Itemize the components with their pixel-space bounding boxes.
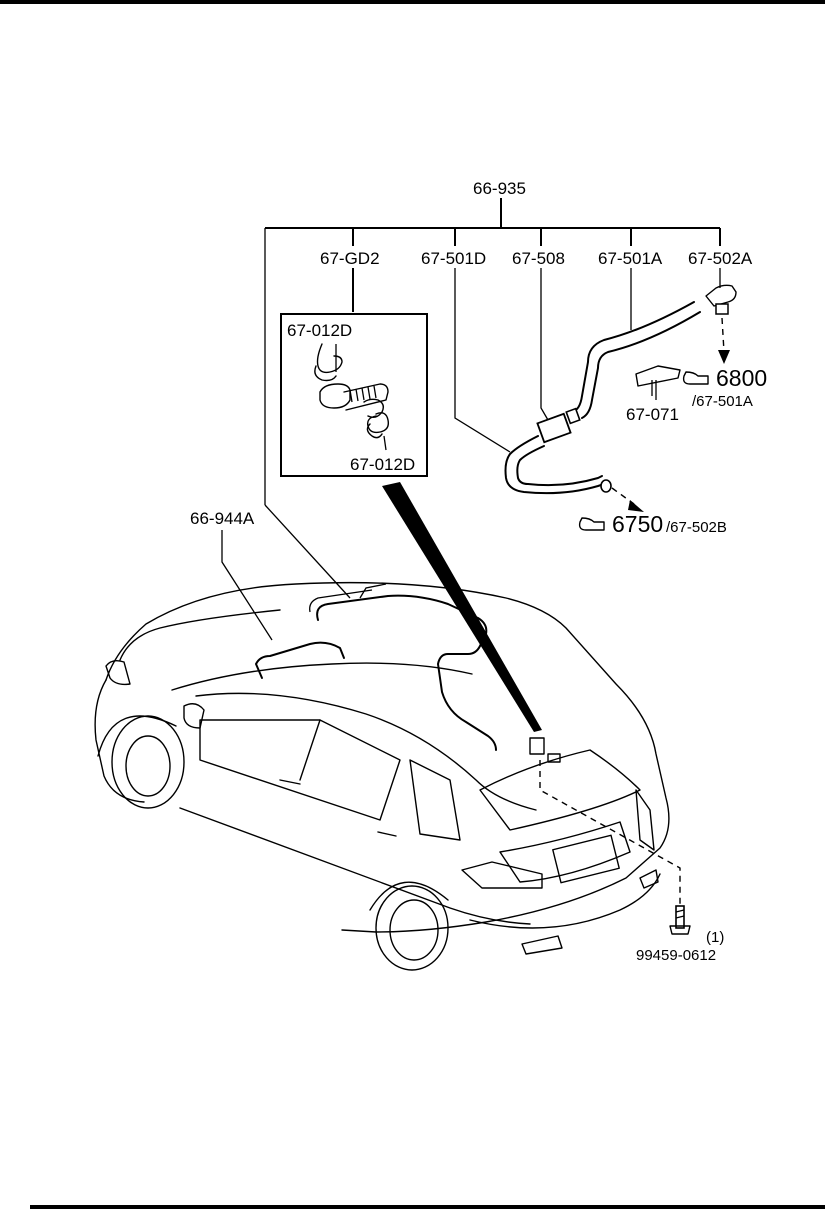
leader-66-944a xyxy=(221,530,273,641)
label-66-935: 66-935 xyxy=(473,179,526,198)
label-67-gd2: 67-GD2 xyxy=(320,249,380,268)
label-67-508: 67-508 xyxy=(512,249,565,268)
roof-harness xyxy=(255,583,561,763)
inset-box xyxy=(280,313,428,477)
label-66-944a: 66-944A xyxy=(190,509,255,528)
label-bolt-qty: (1) xyxy=(706,929,724,946)
detail-wedge xyxy=(382,482,542,732)
washer-hose xyxy=(504,284,737,495)
arrow-6800 xyxy=(718,350,730,364)
vehicle-illustration xyxy=(94,581,670,971)
ref-6750[interactable]: 6750 xyxy=(612,511,663,537)
dash-to-6800 xyxy=(721,317,725,353)
bolt-icon xyxy=(669,905,691,935)
label-99459-0612: 99459-0612 xyxy=(636,947,716,964)
arrow-6750 xyxy=(628,500,644,512)
label-67-071: 67-071 xyxy=(626,405,679,424)
dash-to-bolt xyxy=(539,760,681,908)
pointing-hand-icon xyxy=(682,371,709,385)
ref-6800-sub: /67-501A xyxy=(692,393,753,410)
ref-6800[interactable]: 6800 xyxy=(716,365,767,391)
label-67-012d-top: 67-012D xyxy=(287,321,352,340)
label-67-502a: 67-502A xyxy=(688,249,753,268)
callout-tree xyxy=(264,198,721,599)
pointing-hand-icon xyxy=(578,517,605,531)
label-67-501d: 67-501D xyxy=(421,249,486,268)
label-67-501a: 67-501A xyxy=(598,249,663,268)
ref-6750-sub: /67-502B xyxy=(666,519,727,536)
label-67-012d-bottom: 67-012D xyxy=(350,455,415,474)
